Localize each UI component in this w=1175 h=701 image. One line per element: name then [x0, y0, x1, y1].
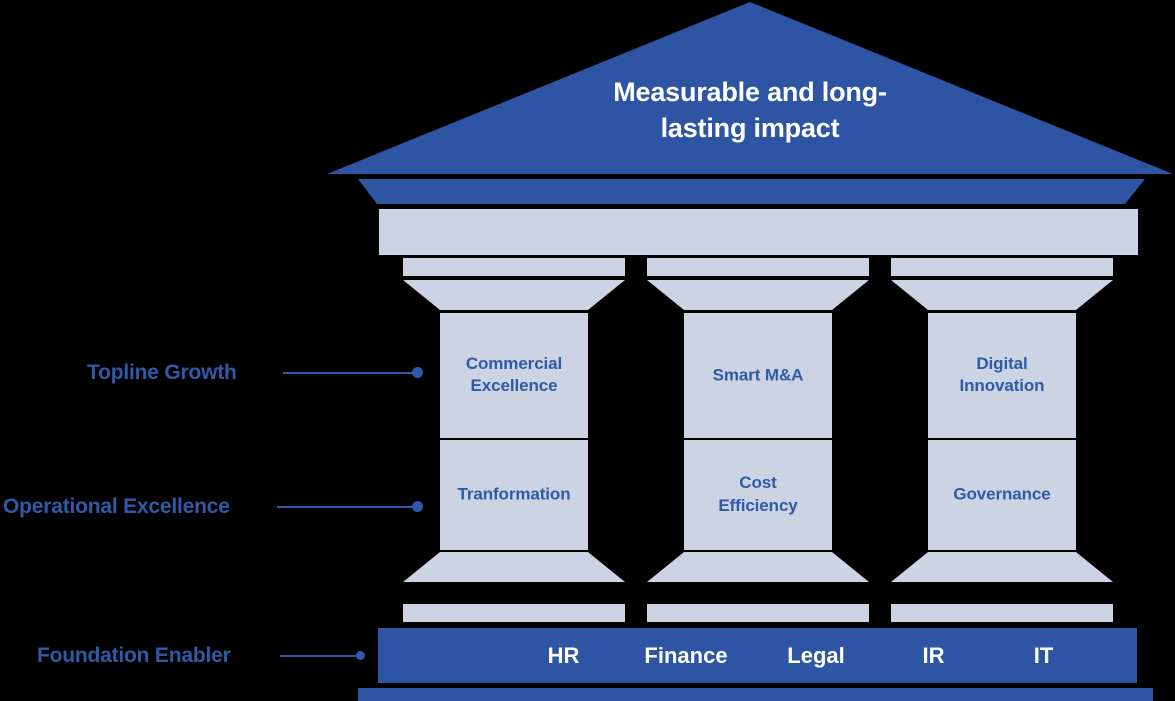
column-2-upper-segment[interactable]: Smart M&A	[684, 313, 832, 438]
connector-dot-topline-growth	[412, 367, 423, 378]
column-2-plinth	[647, 604, 869, 622]
column-2-lower-segment[interactable]: Cost Efficiency	[684, 440, 832, 550]
side-label-topline-growth: Topline Growth	[87, 361, 237, 384]
side-label-operational-excellence: Operational Excellence	[3, 495, 230, 518]
foundation-item-it[interactable]: IT	[1033, 642, 1054, 668]
base-bar	[358, 688, 1153, 701]
roof-title-line-1: Measurable and long-	[613, 77, 887, 107]
column-3-upper-segment[interactable]: Digital Innovation	[928, 313, 1076, 438]
pillar-column-3[interactable]: Digital Innovation Governance	[891, 258, 1113, 622]
column-1-lower-label: Tranformation	[457, 484, 571, 504]
column-3-abacus-top	[891, 258, 1113, 276]
connector-line-foundation-enabler	[280, 655, 360, 657]
column-3-capital-flare	[891, 280, 1113, 310]
column-3-upper-label: Digital Innovation	[959, 353, 1045, 396]
column-2-capital-flare	[647, 280, 869, 310]
column-1-upper-segment[interactable]: Commercial Excellence	[440, 313, 588, 438]
column-2-abacus-top	[647, 258, 869, 276]
column-1-upper-label: Commercial Excellence	[465, 353, 563, 396]
column-2-lower-label: Cost Efficiency	[718, 473, 798, 515]
entablature-block	[379, 209, 1138, 255]
foundation-item-hr[interactable]: HR	[547, 642, 580, 668]
column-2-upper-label: Smart M&A	[712, 365, 804, 385]
column-3-lower-segment[interactable]: Governance	[928, 440, 1076, 550]
column-1-lower-segment[interactable]: Tranformation	[440, 440, 588, 550]
roof-triangle-icon	[327, 2, 1173, 174]
pillar-column-1[interactable]: Commercial Excellence Tranformation	[403, 258, 625, 622]
column-3-plinth	[891, 604, 1113, 622]
column-2-base-flare	[647, 552, 869, 582]
pillar-column-2[interactable]: Smart M&A Cost Efficiency	[647, 258, 869, 622]
column-1-capital-flare	[403, 280, 625, 310]
column-1-abacus-top	[403, 258, 625, 276]
connector-line-topline-growth	[283, 372, 415, 374]
foundation-bar[interactable]: HR Finance Legal IR IT	[378, 628, 1137, 683]
architrave-band	[358, 179, 1145, 204]
column-1-base-flare	[403, 552, 625, 582]
foundation-item-legal[interactable]: Legal	[787, 642, 845, 668]
connector-line-operational-excellence	[277, 506, 415, 508]
roof-title: Measurable and long- lasting impact	[327, 74, 1173, 147]
side-label-foundation-enabler: Foundation Enabler	[37, 644, 231, 667]
foundation-item-finance[interactable]: Finance	[644, 642, 728, 668]
roof-title-line-2: lasting impact	[660, 113, 840, 144]
foundation-item-ir[interactable]: IR	[922, 642, 945, 668]
connector-dot-operational-excellence	[412, 501, 423, 512]
column-1-plinth	[403, 604, 625, 622]
connector-dot-foundation-enabler	[356, 651, 365, 660]
column-3-base-flare	[891, 552, 1113, 582]
column-3-lower-label: Governance	[953, 484, 1051, 504]
